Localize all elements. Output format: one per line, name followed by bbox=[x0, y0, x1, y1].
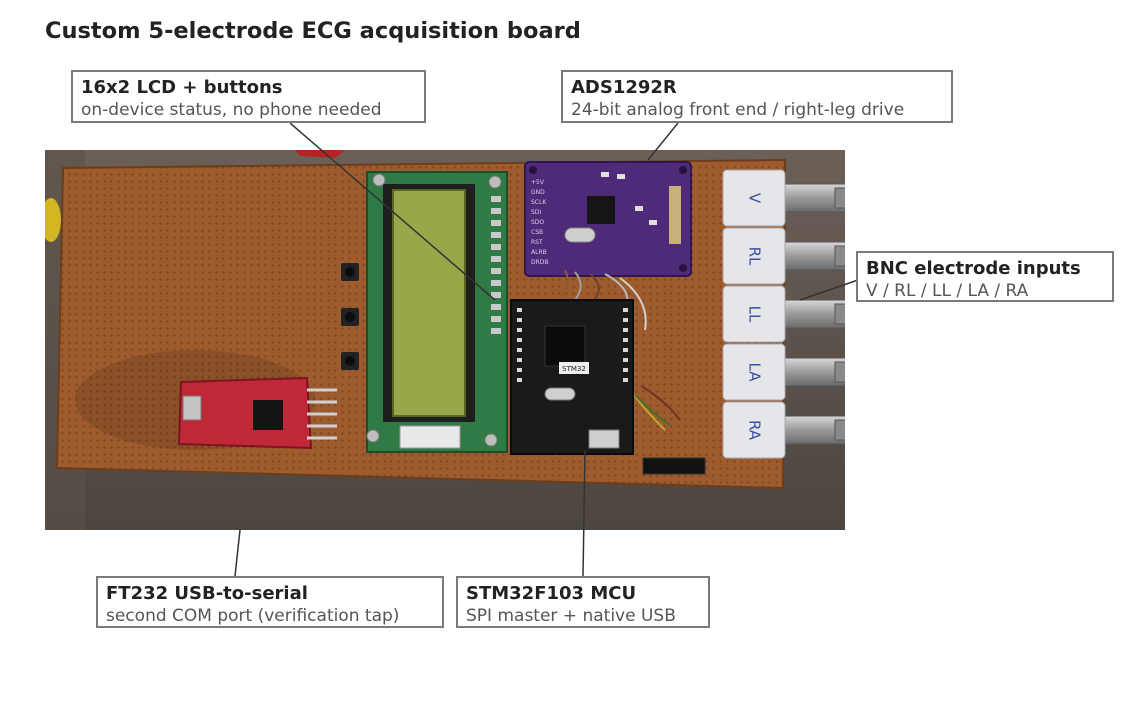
bnc-connector-rl: RL bbox=[722, 227, 845, 285]
bnc-connectors: V RL LL LA RA bbox=[722, 169, 845, 459]
bnc-cap bbox=[722, 401, 786, 459]
callout-stm: STM32F103 MCU SPI master + native USB bbox=[456, 576, 710, 628]
callout-lcd-subtitle: on-device status, no phone needed bbox=[81, 100, 382, 120]
callout-bnc-title: BNC electrode inputs bbox=[866, 258, 1081, 279]
leader-stm bbox=[582, 449, 586, 577]
adc-pin-label: +5V bbox=[531, 179, 545, 186]
lcd-screen bbox=[393, 190, 465, 416]
bnc-label: RL bbox=[746, 247, 764, 266]
bnc-label: LA bbox=[746, 363, 764, 383]
bnc-connector-ra: RA bbox=[722, 401, 845, 459]
adc-pin-label: SCLK bbox=[531, 199, 547, 206]
bnc-cap bbox=[722, 343, 786, 401]
bnc-connector-la: LA bbox=[722, 343, 845, 401]
callout-ft232-subtitle: second COM port (verification tap) bbox=[106, 606, 400, 626]
leader-bnc bbox=[799, 279, 859, 301]
bnc-label: LL bbox=[746, 306, 764, 323]
leader-ads bbox=[647, 122, 679, 161]
bnc-cap bbox=[722, 169, 786, 227]
mcu-chip-text: STM32 bbox=[562, 365, 586, 373]
board-photo-illustration: +5V GND SCLK SDI SDO CSB RST ALRB DRDB STM32 bbox=[45, 150, 845, 530]
callout-lcd-title: 16x2 LCD + buttons bbox=[81, 77, 283, 98]
figure-title: Custom 5-electrode ECG acquisition board bbox=[45, 18, 581, 44]
adc-pin-label: RST bbox=[531, 239, 543, 246]
bnc-cap bbox=[722, 227, 786, 285]
leader-ft232 bbox=[234, 529, 241, 577]
bnc-label: RA bbox=[746, 420, 764, 441]
callout-stm-title: STM32F103 MCU bbox=[466, 583, 637, 604]
adc-pin-label: GND bbox=[531, 189, 545, 196]
callout-ft232: FT232 USB-to-serial second COM port (ver… bbox=[96, 576, 444, 628]
red-wire bbox=[295, 150, 345, 158]
callout-ads-title: ADS1292R bbox=[571, 77, 677, 98]
adc-pin-label: DRDB bbox=[531, 259, 549, 266]
adc-pin-label: SDO bbox=[531, 219, 544, 226]
usb-connector bbox=[588, 429, 620, 449]
bnc-label: V bbox=[746, 193, 764, 204]
adc-pin-label: ALRB bbox=[531, 249, 547, 256]
bnc-connector-v: V bbox=[722, 169, 845, 227]
push-buttons bbox=[341, 263, 359, 370]
leader-lcd bbox=[289, 122, 496, 301]
callout-ads-subtitle: 24-bit analog front end / right-leg driv… bbox=[571, 100, 905, 120]
callout-bnc: BNC electrode inputs V / RL / LL / LA / … bbox=[856, 251, 1114, 302]
adc-chip bbox=[587, 196, 615, 224]
callout-ads: ADS1292R 24-bit analog front end / right… bbox=[561, 70, 953, 123]
adc-pin-label: CSB bbox=[531, 229, 543, 236]
callout-lcd: 16x2 LCD + buttons on-device status, no … bbox=[71, 70, 426, 123]
callout-ft232-title: FT232 USB-to-serial bbox=[106, 583, 308, 604]
callout-stm-subtitle: SPI master + native USB bbox=[466, 606, 676, 626]
lcd-module bbox=[366, 171, 508, 453]
ft232-module bbox=[177, 376, 337, 450]
adc-pin-label: SDI bbox=[531, 209, 541, 216]
callout-bnc-subtitle: V / RL / LL / LA / RA bbox=[866, 281, 1029, 301]
yellow-object bbox=[45, 198, 61, 242]
bnc-cap bbox=[722, 285, 786, 343]
bnc-connector-ll: LL bbox=[722, 285, 845, 343]
header-connector bbox=[642, 457, 706, 475]
adc-module: +5V GND SCLK SDI SDO CSB RST ALRB DRDB bbox=[524, 161, 692, 277]
board-photo: +5V GND SCLK SDI SDO CSB RST ALRB DRDB STM32 bbox=[45, 150, 845, 530]
mcu-module: STM32 bbox=[510, 299, 634, 455]
